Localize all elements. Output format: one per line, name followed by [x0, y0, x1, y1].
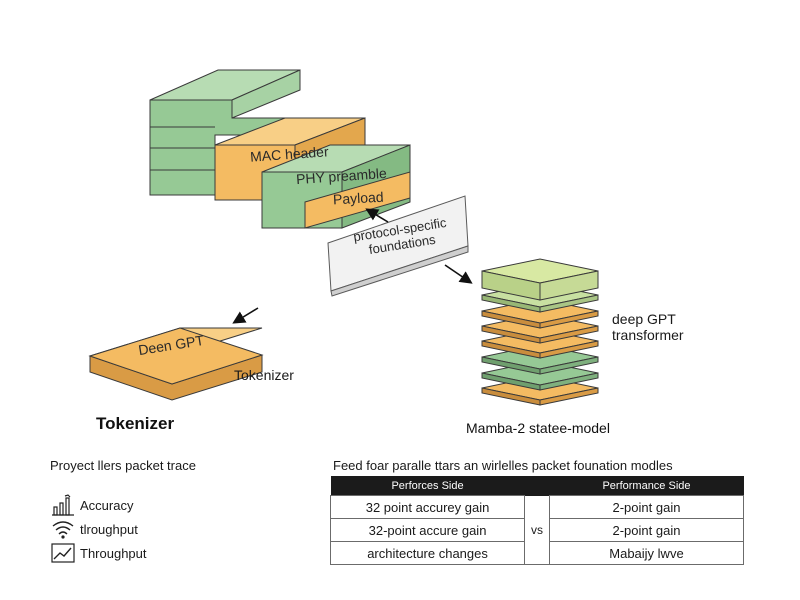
table-cell-left: 32-point accure gain	[329, 518, 526, 542]
legend-label-throughput-chart: Throughput	[80, 545, 147, 561]
table-cell-left: architecture changes	[329, 541, 526, 565]
table-cell-vs	[525, 496, 550, 519]
payload-label: Payload	[332, 188, 384, 208]
table-cell-vs	[524, 541, 550, 565]
legend-item-accuracy: Accuracy	[50, 494, 133, 516]
arrow-to-tokenizer	[232, 307, 259, 324]
table-title: Feed foar paralle ttars an wirlelles pac…	[333, 458, 673, 473]
legend-label-accuracy: Accuracy	[80, 497, 134, 513]
table-row: 32-point accure gain vs 2-point gain	[329, 518, 745, 542]
table-cell-vs: vs	[531, 523, 544, 537]
mamba-side-label: deep GPT transformer	[612, 311, 684, 343]
note-card	[327, 195, 469, 297]
table-header-right: Performance Side	[549, 476, 744, 496]
mamba-layer-top	[481, 258, 599, 301]
wifi-signal-icon	[52, 521, 74, 539]
table-header-row: Perforces Side Performance Side	[330, 476, 744, 496]
mamba-caption: Mamba-2 statee-model	[466, 420, 610, 436]
table-cell-right: Mabaijy lwve	[548, 541, 745, 565]
legend-label-throughput-wifi: tlroughput	[80, 521, 138, 537]
mamba-side-line-2: transformer	[612, 327, 684, 343]
table-cell-left: 32 point accurey gain	[329, 495, 526, 519]
payload-block	[262, 171, 411, 229]
table-header-left: Perforces Side	[330, 476, 525, 496]
legend-item-throughput-wifi: tlroughput	[50, 518, 138, 540]
table-cell-right: 2-point gain	[548, 495, 745, 519]
table-header-gap	[524, 476, 550, 496]
tokenizer-block	[88, 327, 264, 401]
line-chart-icon	[51, 543, 75, 563]
tokenizer-side-label: Tokenizer	[234, 367, 294, 383]
table-row: 32 point accurey gain 2-point gain	[329, 495, 745, 519]
mamba-stack	[481, 258, 599, 406]
comparison-table: Perforces Side Performance Side 32 point…	[329, 476, 745, 565]
table-cell-right: 2-point gain	[548, 518, 745, 542]
arrow-to-payload	[365, 208, 389, 223]
mamba-side-line-1: deep GPT	[612, 311, 676, 327]
legend-item-throughput-chart: Throughput	[50, 542, 147, 564]
legend-title: Proyect llers packet trace	[50, 458, 196, 473]
bar-chart-icon	[52, 494, 74, 516]
tokenizer-caption: Tokenizer	[96, 414, 175, 433]
table-row: architecture changes Mabaijy lwve	[329, 541, 745, 565]
arrow-to-mamba	[444, 264, 473, 284]
